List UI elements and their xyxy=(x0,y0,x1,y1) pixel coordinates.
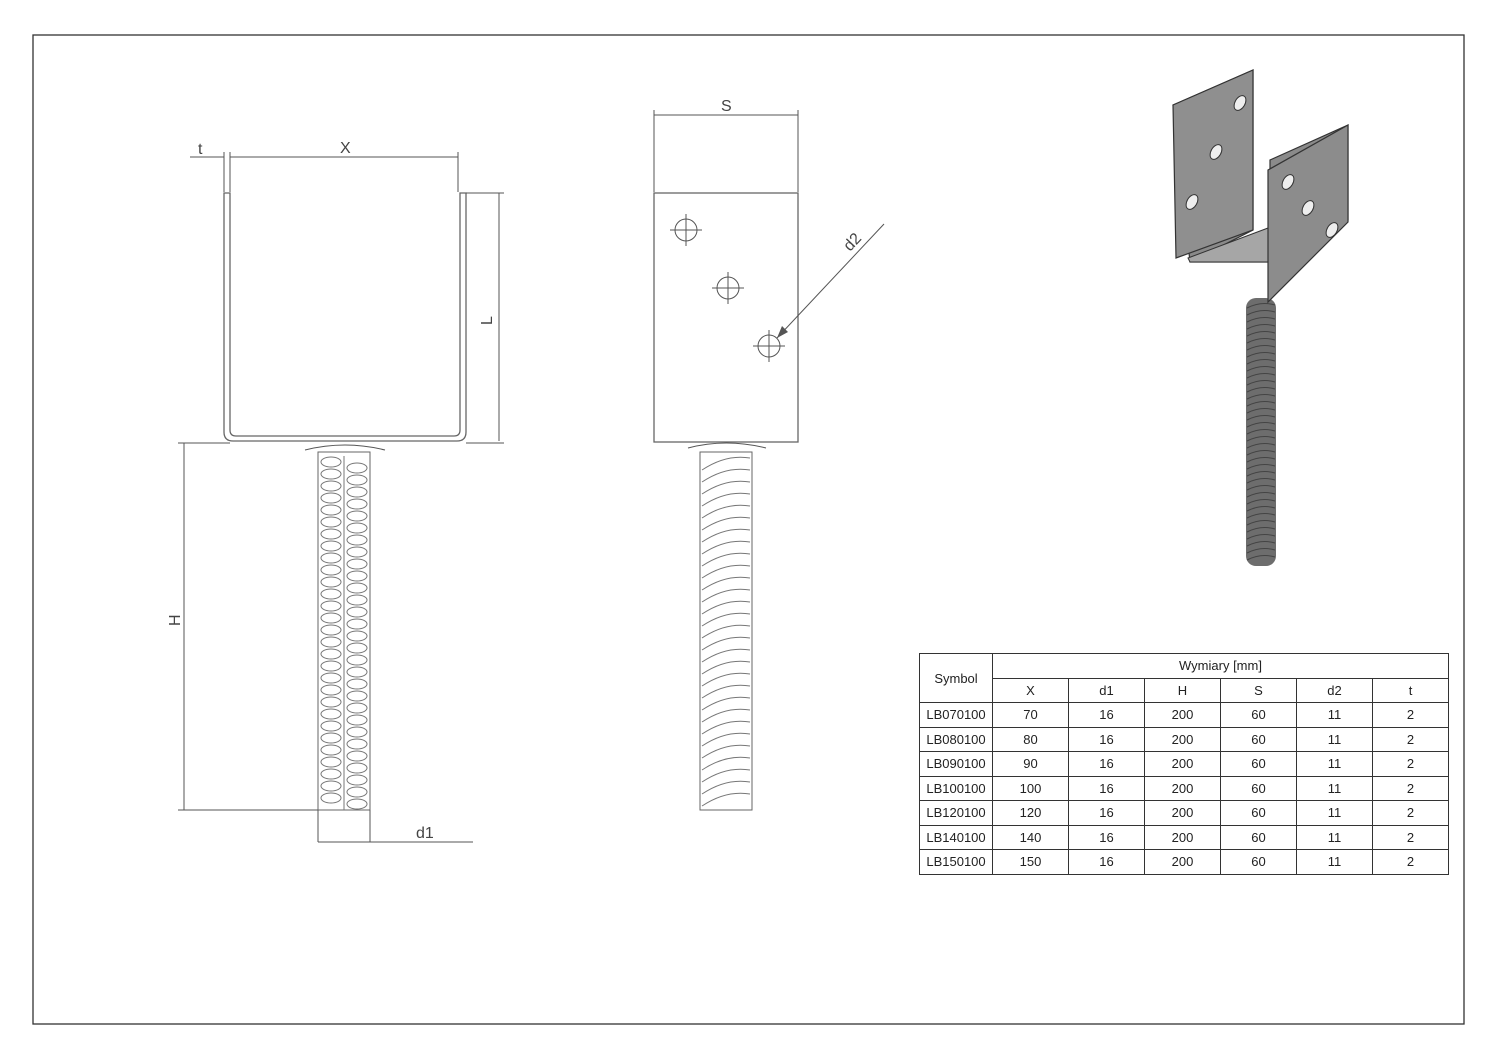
table-cell: 80 xyxy=(992,726,1069,752)
table-cell: 2 xyxy=(1372,726,1449,752)
group-header: Wymiary [mm] xyxy=(992,653,1449,679)
table-cell: 16 xyxy=(1068,702,1145,728)
symbol-cell: LB090100 xyxy=(919,751,993,777)
rebar-front xyxy=(320,456,368,810)
table-cell: 16 xyxy=(1068,849,1145,875)
column-header: t xyxy=(1372,677,1449,703)
symbol-cell: LB080100 xyxy=(919,726,993,752)
column-header: d1 xyxy=(1068,677,1145,703)
symbol-cell: LB120100 xyxy=(919,800,993,826)
side-view: S d2 xyxy=(653,98,885,811)
table-cell: 140 xyxy=(992,824,1069,850)
table-cell: 16 xyxy=(1068,726,1145,752)
table-cell: 90 xyxy=(992,751,1069,777)
hole-icon xyxy=(670,214,702,246)
table-cell: 200 xyxy=(1144,702,1221,728)
table-cell: 60 xyxy=(1220,726,1297,752)
table-cell: 60 xyxy=(1220,751,1297,777)
table-cell: 16 xyxy=(1068,751,1145,777)
symbol-header: Symbol xyxy=(919,653,993,703)
dim-label-t: t xyxy=(198,141,203,158)
hole-icon xyxy=(712,272,744,304)
table-cell: 16 xyxy=(1068,800,1145,826)
table-cell: 60 xyxy=(1220,775,1297,801)
symbol-cell: LB150100 xyxy=(919,849,993,875)
table-cell: 2 xyxy=(1372,751,1449,777)
table-cell: 60 xyxy=(1220,702,1297,728)
bolt-holes xyxy=(670,214,785,362)
column-header: d2 xyxy=(1296,677,1373,703)
table-cell: 2 xyxy=(1372,800,1449,826)
rebar-side xyxy=(701,456,751,807)
column-header: X xyxy=(992,677,1069,703)
table-cell: 11 xyxy=(1296,800,1373,826)
table-cell: 16 xyxy=(1068,775,1145,801)
symbol-cell: LB140100 xyxy=(919,824,993,850)
table-cell: 11 xyxy=(1296,775,1373,801)
symbol-cell: LB070100 xyxy=(919,702,993,728)
isometric-view xyxy=(1172,69,1349,566)
table-cell: 200 xyxy=(1144,824,1221,850)
dim-label-h: H xyxy=(167,614,184,626)
table-cell: 200 xyxy=(1144,849,1221,875)
table-cell: 70 xyxy=(992,702,1069,728)
table-cell: 11 xyxy=(1296,702,1373,728)
table-cell: 200 xyxy=(1144,775,1221,801)
table-cell: 2 xyxy=(1372,849,1449,875)
table-cell: 100 xyxy=(992,775,1069,801)
table-cell: 2 xyxy=(1372,775,1449,801)
table-cell: 200 xyxy=(1144,800,1221,826)
table-cell: 11 xyxy=(1296,751,1373,777)
table-cell: 11 xyxy=(1296,849,1373,875)
table-cell: 11 xyxy=(1296,824,1373,850)
dim-label-l: L xyxy=(479,316,496,325)
table-cell: 2 xyxy=(1372,824,1449,850)
table-cell: 200 xyxy=(1144,726,1221,752)
dim-label-s: S xyxy=(721,98,732,115)
table-cell: 11 xyxy=(1296,726,1373,752)
dim-label-d1: d1 xyxy=(416,825,434,842)
front-view: t X L H d1 xyxy=(167,140,504,843)
table-cell: 200 xyxy=(1144,751,1221,777)
hole-icon xyxy=(753,330,785,362)
table-cell: 60 xyxy=(1220,824,1297,850)
dim-label-x: X xyxy=(340,140,351,157)
table-cell: 120 xyxy=(992,800,1069,826)
table-cell: 60 xyxy=(1220,800,1297,826)
table-cell: 60 xyxy=(1220,849,1297,875)
symbol-cell: LB100100 xyxy=(919,775,993,801)
column-header: S xyxy=(1220,677,1297,703)
table-cell: 150 xyxy=(992,849,1069,875)
column-header: H xyxy=(1144,677,1221,703)
table-cell: 2 xyxy=(1372,702,1449,728)
table-cell: 16 xyxy=(1068,824,1145,850)
